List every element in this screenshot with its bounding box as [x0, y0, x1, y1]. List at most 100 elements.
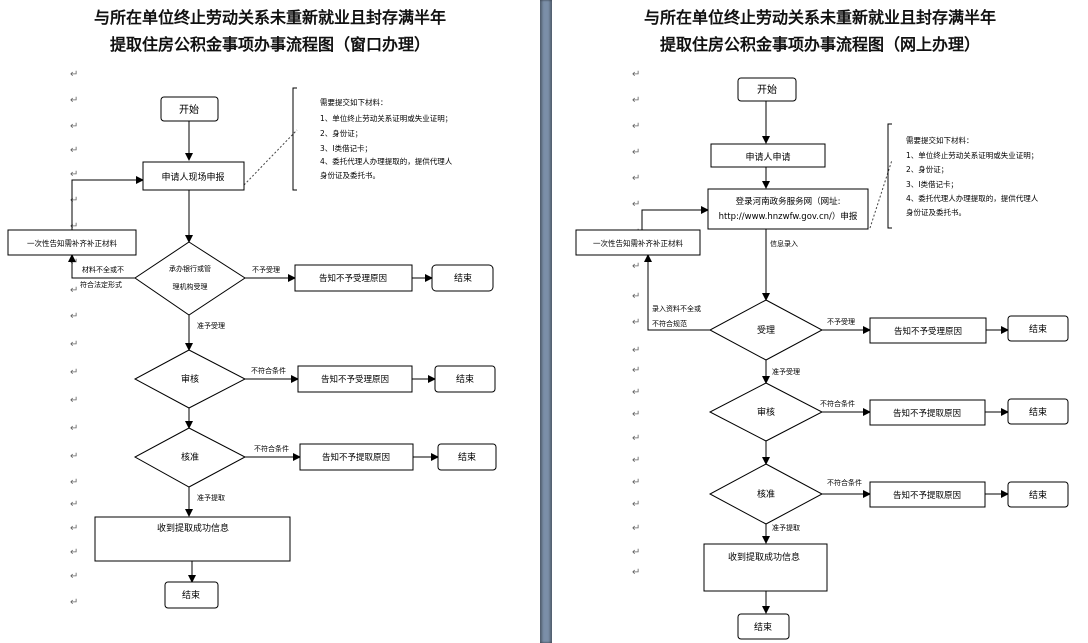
- not-accepted-label: 不予受理: [252, 265, 280, 274]
- paragraph-mark-icon: ↵: [632, 499, 641, 510]
- end-label-2: 结束: [1029, 406, 1047, 418]
- paragraph-mark-icon: ↵: [632, 345, 641, 356]
- start-label: 开始: [757, 83, 777, 96]
- supplement-label: 一次性告知需补齐补正材料: [27, 238, 117, 248]
- paragraph-mark-icon: ↵: [70, 69, 79, 80]
- start-node: [737, 77, 797, 102]
- end-node-3: [437, 443, 497, 471]
- page-title-line-2: 提取住房公积金事项办事流程图（窗口办理）: [109, 35, 430, 54]
- flowchart-window: 开始 申请人现场申报 需要提交如下材料： 1、单位终止劳动关系证明或失业证明； …: [7, 87, 497, 609]
- paragraph-mark-icon: ↵: [70, 395, 79, 406]
- apply-node: [710, 143, 826, 168]
- approve-label: 核准: [181, 451, 199, 463]
- accept-decision: [134, 241, 246, 316]
- paragraph-mark-icon: ↵: [632, 387, 641, 398]
- paragraph-mark-icon: ↵: [632, 291, 641, 302]
- materials-item-3: 3、I类借记卡；: [320, 143, 372, 153]
- paragraph-mark-icon: ↵: [70, 339, 79, 350]
- success-label: 收到提取成功信息: [728, 551, 800, 563]
- paragraph-mark-icon: ↵: [70, 311, 79, 322]
- end-label-1: 结束: [454, 272, 472, 284]
- not-qualified-label-1: 不符合条件: [251, 366, 286, 375]
- not-accepted-label: 不予受理: [827, 317, 855, 326]
- apply-label: 申请人现场申报: [161, 171, 224, 183]
- supplement-node: [7, 229, 137, 256]
- notify-not-withdraw-2-label: 告知不予提取原因: [893, 490, 961, 501]
- end-label-1: 结束: [1029, 323, 1047, 335]
- paragraph-mark-icon: ↵: [632, 567, 641, 578]
- not-qualified-label-2: 不符合条件: [827, 478, 862, 487]
- notify-not-withdraw-2-node: [869, 481, 986, 508]
- paragraph-mark-icon: ↵: [632, 317, 641, 328]
- paragraph-mark-icon: ↵: [70, 571, 79, 582]
- paragraph-mark-icon: ↵: [70, 145, 79, 156]
- accept-label-b: 理机构受理: [173, 282, 208, 291]
- paragraph-mark-icon: ↵: [632, 69, 641, 80]
- accepted-label: 准予受理: [197, 321, 225, 330]
- not-qualified-label-2: 不符合条件: [254, 444, 289, 453]
- paragraph-mark-icon: ↵: [632, 433, 641, 444]
- paragraph-mark-icon: ↵: [632, 455, 641, 466]
- accepted-label: 准予受理: [772, 367, 800, 376]
- start-node: [160, 96, 219, 122]
- paragraph-mark-icon: ↵: [632, 95, 641, 106]
- paragraph-mark-icon: ↵: [632, 409, 641, 420]
- notify-not-withdraw-node: [299, 443, 414, 471]
- accept-decision: [708, 299, 824, 361]
- materials-item-4a: 4、委托代理人办理提取的，提供代理人: [906, 193, 1039, 203]
- notify-not-accept-node: [294, 264, 413, 292]
- materials-heading: 需要提交如下材料：: [906, 135, 974, 145]
- edge-incomplete: [644, 254, 710, 331]
- paragraph-mark-icon: ↵: [70, 169, 79, 180]
- paragraph-mark-icon: ↵: [70, 121, 79, 132]
- notify-not-accept-2-label: 告知不予受理原因: [321, 374, 389, 385]
- edge-resubmit: [641, 206, 709, 230]
- supplement-label: 一次性告知需补齐补正材料: [593, 238, 683, 248]
- incomplete-label-b: 符合法定形式: [80, 280, 122, 289]
- paragraph-mark-icon: ↵: [70, 523, 79, 534]
- paragraph-mark-icon: ↵: [632, 121, 641, 132]
- approve-decision: [708, 463, 824, 525]
- materials-heading: 需要提交如下材料：: [320, 97, 388, 107]
- paragraph-mark-icon: ↵: [70, 257, 79, 268]
- review-decision: [708, 382, 824, 442]
- end-node-3: [1007, 481, 1069, 508]
- paragraph-mark-icon: ↵: [70, 367, 79, 378]
- paragraph-mark-icon: ↵: [632, 523, 641, 534]
- notify-not-accept-node: [869, 317, 987, 344]
- paragraph-mark-icon: ↵: [632, 261, 641, 272]
- apply-label: 申请人申请: [745, 151, 790, 163]
- paragraph-mark-icon: ↵: [70, 221, 79, 232]
- paragraph-mark-icon: ↵: [70, 499, 79, 510]
- edge-resubmit: [71, 176, 144, 230]
- materials-callout-line: [243, 129, 298, 186]
- success-node: [703, 543, 828, 592]
- end-node-2: [434, 365, 496, 393]
- paragraph-mark-icon: ↵: [632, 147, 641, 158]
- login-label-a: 登录河南政务服务网（网址:: [736, 196, 841, 207]
- incomplete-label-a: 材料不全或不: [82, 265, 124, 274]
- page-title-line-1: 与所在单位终止劳动关系未重新就业且封存满半年: [643, 8, 996, 27]
- paragraph-mark-icon: ↵: [70, 195, 79, 206]
- paragraph-mark-icon: ↵: [632, 547, 641, 558]
- page-gutter: [540, 0, 552, 643]
- supplement-node: [575, 229, 701, 256]
- end-label-3: 结束: [458, 451, 476, 463]
- accept-label-a: 承办银行或管: [169, 264, 211, 273]
- login-label-b: http://www.hnzwfw.gov.cn/）申报: [719, 211, 858, 222]
- notify-not-accept-2-node: [297, 365, 413, 393]
- materials-bracket: [292, 87, 297, 191]
- success-node: [94, 516, 291, 562]
- paragraph-mark-icon: ↵: [632, 199, 641, 210]
- end-label-final: 结束: [754, 621, 772, 633]
- login-node: [707, 188, 869, 230]
- page-online-process: 与所在单位终止劳动关系未重新就业且封存满半年 提取住房公积金事项办事流程图（网上…: [552, 0, 1088, 643]
- page-title-line-2: 提取住房公积金事项办事流程图（网上办理）: [659, 35, 980, 54]
- review-label: 审核: [757, 406, 775, 418]
- end-label-final: 结束: [182, 589, 200, 601]
- approve-label: 核准: [757, 488, 775, 500]
- flow-edges: [641, 101, 1009, 614]
- paragraph-mark-icon: ↵: [70, 95, 79, 106]
- materials-callout-line: [869, 159, 893, 229]
- paragraph-mark-icon: ↵: [632, 477, 641, 488]
